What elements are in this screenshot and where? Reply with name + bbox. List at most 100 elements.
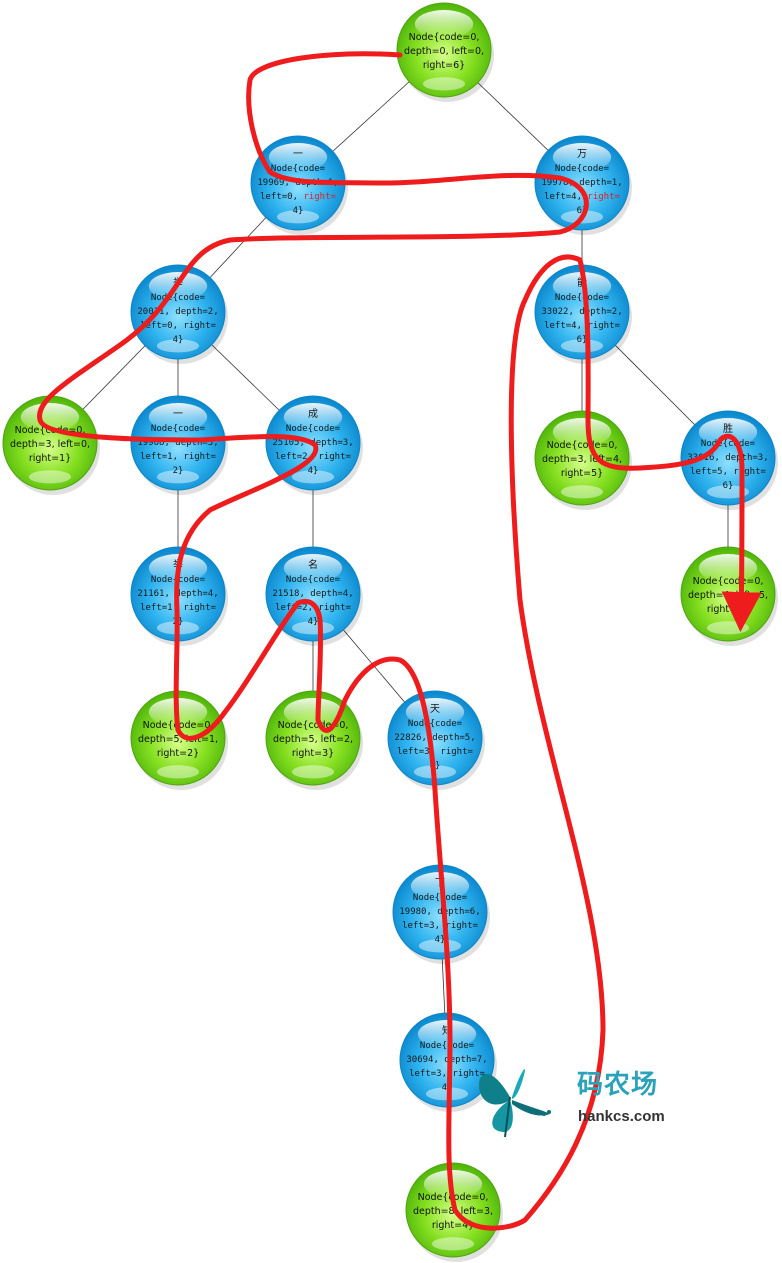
- node-g-4-5-6: Node{code=0,depth=4, left=5,right=6}: [680, 546, 778, 646]
- node-label-line: left=0, right=: [260, 192, 336, 202]
- node-highlight: [148, 403, 208, 432]
- node-reflection: [560, 339, 604, 353]
- node-label-line: right=5}: [561, 468, 603, 479]
- node-label-line: 2}: [173, 466, 184, 476]
- node-label-line: 33016, depth=3,: [687, 453, 768, 463]
- node-label-line: right=2}: [157, 748, 199, 759]
- node-label-line: depth=5, left=1,: [138, 734, 218, 745]
- node-reflection: [276, 210, 320, 224]
- node-reflection: [291, 765, 335, 779]
- node-label-line: Node{code=: [151, 293, 206, 303]
- node-label-line: 4}: [173, 335, 184, 345]
- node-reflection: [422, 77, 466, 91]
- node-highlight: [414, 10, 474, 39]
- node-label-line: 6}: [577, 335, 588, 345]
- node-char: 名: [308, 558, 318, 571]
- node-label-line: left=4, right=: [544, 321, 620, 331]
- node-label-line: Node{code=: [555, 293, 610, 303]
- node-label-line: 6}: [723, 481, 734, 491]
- node-label-line: Node{code=: [701, 439, 756, 449]
- node-label-line: depth=3, left=4,: [542, 454, 622, 465]
- node-highlight: [552, 418, 612, 447]
- node-label-line: 22826, depth=5,: [394, 733, 475, 743]
- node-char: 天: [430, 704, 440, 715]
- node-highlight: [552, 143, 612, 172]
- node-n-tian: 天 Node{code= 22826, depth=5, left=3, right=…: [387, 690, 485, 790]
- node-highlight: [283, 698, 343, 727]
- node-reflection: [28, 470, 72, 484]
- node-label-line: Node{code=: [151, 424, 206, 434]
- node-label-line: Node{code=: [408, 719, 463, 729]
- node-label-line: right=4}: [432, 1220, 474, 1231]
- node-label-line: depth=4, left=5,: [688, 590, 768, 601]
- node-label-line: left=5, right=: [690, 467, 766, 477]
- node-highlight: [698, 418, 758, 447]
- node-label-line: Node{code=0,: [547, 440, 618, 451]
- node-reflection: [560, 485, 604, 499]
- node-label-line: depth=3, left=0,: [10, 439, 90, 450]
- node-label-line: 4}: [293, 206, 304, 216]
- node-root: Node{code=0, depth=0, left=0, right=6}: [396, 2, 494, 102]
- node-g-3-0-1: Node{code=0,depth=3, left=0,right=1}: [2, 395, 100, 495]
- node-label-line: 19968, depth=3,: [137, 438, 218, 448]
- node-label-line: Node{code=0,: [409, 32, 480, 43]
- node-g-3-4-5: Node{code=0, depth=3, left=4, right=5}: [534, 410, 632, 510]
- node-reflection: [418, 939, 462, 953]
- node-label-line: 6}: [577, 206, 588, 216]
- node-label-line: left=3, right=: [402, 921, 478, 931]
- node-label-line: 20031, depth=2,: [137, 307, 218, 317]
- node-reflection: [156, 470, 200, 484]
- node-label-line: Node{code=: [271, 164, 326, 174]
- node-label-line: Node{code=: [555, 164, 610, 174]
- node-label-line: 30694, depth=7,: [406, 1055, 487, 1065]
- node-label-line: 4}: [435, 935, 446, 945]
- node-label-line: Node{code=: [420, 1041, 475, 1051]
- node-reflection: [291, 470, 335, 484]
- node-g-5-2-3: Node{code=0, depth=5, left=2, right=3}: [265, 690, 363, 790]
- node-reflection: [706, 485, 750, 499]
- node-label-line: right=6}: [423, 60, 465, 71]
- node-label-line: 19978, depth=1,: [541, 178, 622, 188]
- node-label-line: depth=5, left=2,: [273, 734, 353, 745]
- node-label-line: left=1, right=: [140, 452, 216, 462]
- node-label-line: Node{code=: [413, 893, 468, 903]
- node-char: 胜: [723, 423, 733, 435]
- node-reflection: [431, 1237, 475, 1251]
- node-label-line: left=0, right=: [140, 321, 216, 331]
- node-reflection: [156, 765, 200, 779]
- node-highlight: [283, 403, 343, 432]
- node-char: 成: [308, 408, 318, 420]
- node-highlight: [283, 554, 343, 583]
- node-label-line: Node{code=: [286, 575, 341, 585]
- node-char: 一: [293, 149, 303, 160]
- node-label-line: 4}: [308, 617, 319, 627]
- node-label-line: right=1}: [29, 453, 71, 464]
- node-label-line: right=3}: [292, 748, 334, 759]
- node-highlight: [268, 143, 328, 172]
- node-highlight: [405, 698, 465, 727]
- node-reflection: [156, 339, 200, 353]
- node-highlight: [417, 1020, 477, 1049]
- node-reflection: [291, 621, 335, 635]
- watermark-title: 码农场: [577, 1070, 659, 1100]
- node-label-line: depth=0, left=0,: [404, 46, 484, 57]
- node-label-line: 19980, depth=6,: [399, 907, 480, 917]
- node-n-sheng: 胜 Node{code= 33016, depth=3, left=5, right=…: [680, 410, 778, 510]
- watermark-site: hankcs.com: [578, 1108, 665, 1125]
- node-g-5-1-2: Node{code=0,depth=5, left=1,right=2}: [130, 690, 228, 790]
- node-label-line: Node{code=0,: [278, 720, 349, 731]
- node-label-line: 33022, depth=2,: [541, 307, 622, 317]
- node-char: 知: [442, 1024, 452, 1037]
- node-highlight: [20, 403, 80, 432]
- node-reflection: [706, 621, 750, 635]
- node-label-line: 21518, depth=4,: [272, 589, 353, 599]
- node-char: 万: [577, 149, 587, 160]
- traversal-path-annotation: [37, 51, 762, 1231]
- node-label-line: left=3, right=: [397, 747, 473, 757]
